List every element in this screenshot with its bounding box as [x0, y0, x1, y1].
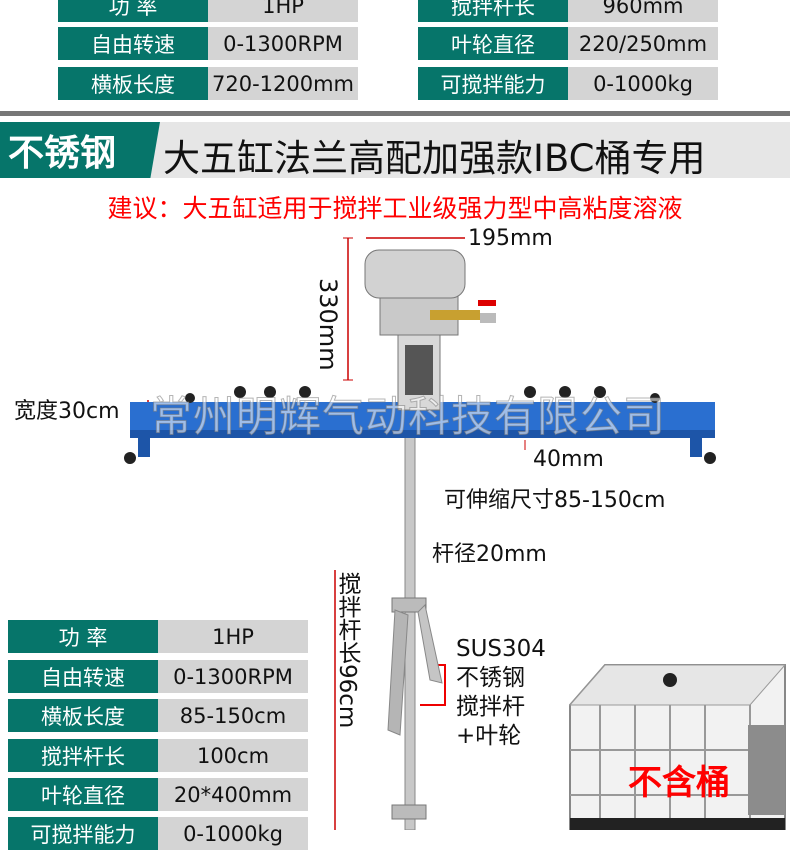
dim-bar-width: 宽度30cm — [14, 399, 120, 424]
spec-label: 功 率 — [58, 0, 208, 22]
spec-label: 可搅拌能力 — [418, 67, 568, 100]
tank-not-included: 不含桶 — [628, 763, 730, 803]
advice-text: 建议：大五缸适用于搅拌工业级强力型中高粘度溶液 — [107, 194, 683, 223]
spec-value: 100cm — [158, 739, 308, 772]
ibc-tank-image — [568, 664, 787, 830]
spec-label: 横板长度 — [58, 67, 208, 100]
material-note: SUS304 不锈钢 搅拌杆 +叶轮 — [456, 635, 546, 751]
spec-value: 1HP — [158, 620, 308, 653]
divider — [0, 111, 790, 116]
spec-label: 横板长度 — [8, 699, 158, 732]
banner-tag: 不锈钢 — [8, 133, 117, 174]
spec-value: 85-150cm — [158, 699, 308, 732]
spec-value: 720-1200mm — [208, 67, 358, 100]
banner-title: 大五缸法兰高配加强款IBC桶专用 — [163, 137, 706, 180]
spec-label: 叶轮直径 — [8, 778, 158, 811]
spec-value: 0-1300RPM — [208, 27, 358, 60]
spec-value: 0-1000kg — [158, 817, 308, 850]
spec-label: 自由转速 — [8, 660, 158, 693]
dim-motor-height: 330mm — [314, 278, 342, 371]
spec-label: 搅拌杆长 — [418, 0, 568, 22]
material-line: 搅拌杆 — [456, 694, 525, 720]
spec-label: 搅拌杆长 — [8, 739, 158, 772]
spec-label: 自由转速 — [58, 27, 208, 60]
watermark: 常州明辉气动科技有限公司 — [149, 392, 667, 441]
material-line: +叶轮 — [456, 723, 522, 749]
spec-value: 1HP — [208, 0, 358, 22]
spec-value: 960mm — [568, 0, 718, 22]
mixer-illustration — [124, 237, 716, 830]
material-line: SUS304 — [456, 636, 546, 662]
dim-bar-thickness: 40mm — [533, 447, 604, 472]
spec-label: 功 率 — [8, 620, 158, 653]
spec-label: 叶轮直径 — [418, 27, 568, 60]
spec-value: 0-1300RPM — [158, 660, 308, 693]
dim-shaft-length: 搅拌杆长96cm — [334, 572, 360, 729]
banner-tag-background — [0, 122, 160, 178]
spec-value: 20*400mm — [158, 778, 308, 811]
spec-label: 可搅拌能力 — [8, 817, 158, 850]
spec-value: 220/250mm — [568, 27, 718, 60]
dim-shaft-dia: 杆径20mm — [432, 542, 547, 567]
dim-motor-width: 195mm — [468, 226, 553, 251]
spec-value: 0-1000kg — [568, 67, 718, 100]
material-line: 不锈钢 — [456, 665, 525, 691]
dim-extend: 可伸缩尺寸85-150cm — [444, 488, 666, 513]
